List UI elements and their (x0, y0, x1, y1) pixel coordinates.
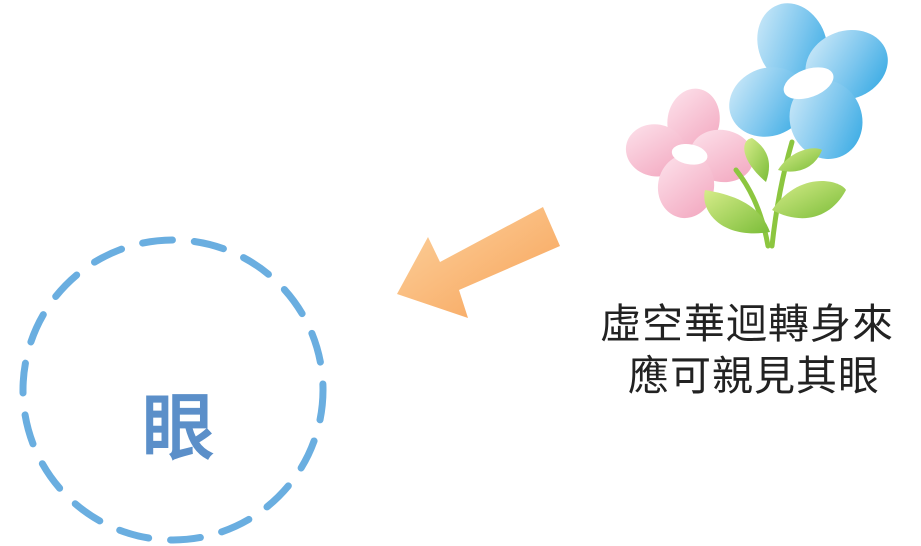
poem-line-2: 應可親見其眼 (628, 352, 880, 400)
poem-text: 虛空華迴轉身來 應可親見其眼 (600, 298, 921, 402)
poem-line-1: 虛空華迴轉身來 (600, 300, 894, 348)
eye-label: 眼 (141, 386, 214, 470)
pink-flower (625, 88, 754, 219)
blue-flower (729, 3, 888, 159)
